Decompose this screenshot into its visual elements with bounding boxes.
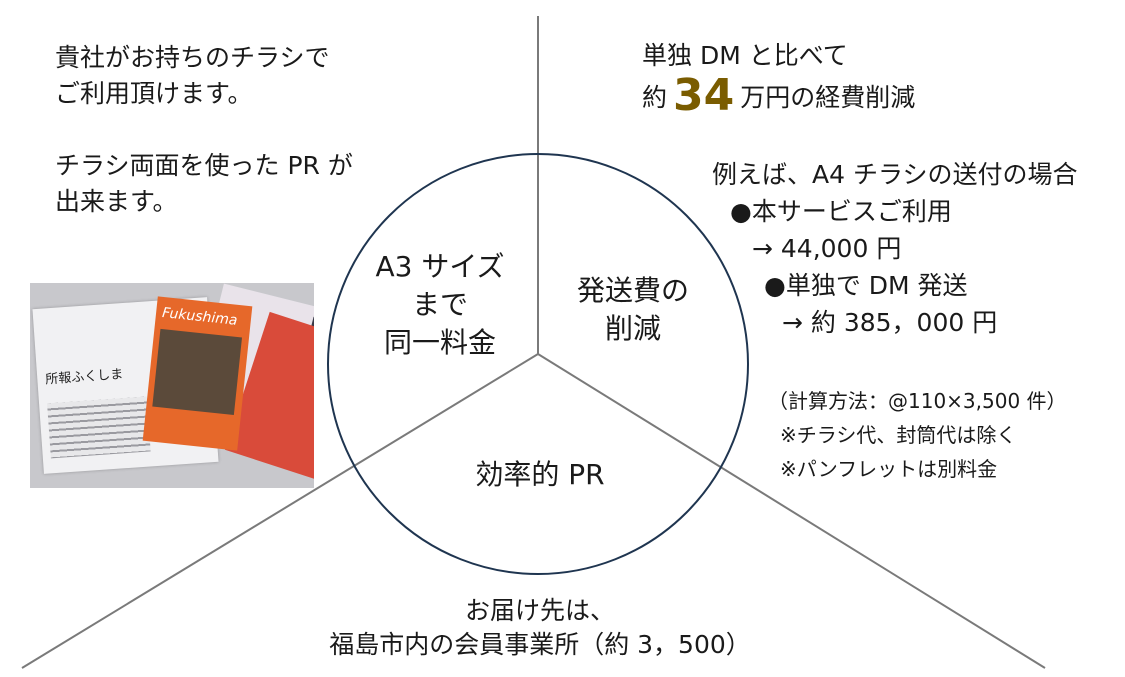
magazine-title: Fukushima bbox=[161, 305, 239, 329]
segment-pr-label: 効率的 PR bbox=[475, 458, 605, 491]
cost-example: 例えば、A4 チラシの送付の場合 ●本サービスご利用 → 44,000 円 ●単… bbox=[712, 156, 1077, 341]
segment-shipping: 発送費の 削減 bbox=[548, 272, 718, 348]
left-line-3: チラシ両面を使った PR が bbox=[55, 151, 353, 180]
divider-bottom-right bbox=[537, 353, 1046, 669]
delivery-line-1: お届け先は、 bbox=[464, 596, 615, 625]
left-line-4: 出来ます。 bbox=[55, 187, 178, 216]
calc-line-3: ※パンフレットは別料金 bbox=[780, 457, 998, 481]
delivery-info: お届け先は、 福島市内の会員事業所（約 3，500） bbox=[230, 594, 850, 662]
calc-line-2: ※チラシ代、封筒代は除く bbox=[780, 423, 1017, 447]
left-description: 貴社がお持ちのチラシで ご利用頂けます。 チラシ両面を使った PR が 出来ます… bbox=[55, 40, 353, 220]
savings-line-1: 単独 DM と比べて bbox=[642, 41, 848, 70]
magazine-fukushima: Fukushima bbox=[142, 296, 253, 451]
segment-a3-line-1: A3 サイズ bbox=[375, 250, 505, 283]
envelope-table bbox=[47, 396, 151, 459]
segment-a3-line-2: まで bbox=[411, 288, 468, 321]
delivery-line-2: 福島市内の会員事業所（約 3，500） bbox=[329, 630, 751, 659]
flyer-photo: 所報ふくしま Fukushima bbox=[30, 283, 314, 488]
example-line-3: → 44,000 円 bbox=[752, 234, 902, 263]
example-line-2: ●本サービスご利用 bbox=[730, 197, 952, 226]
left-line-2: ご利用頂けます。 bbox=[55, 79, 253, 108]
example-line-5: → 約 385，000 円 bbox=[782, 308, 998, 337]
segment-a3-line-3: 同一料金 bbox=[383, 326, 496, 359]
calc-line-1: （計算方法：@110×3,500 件） bbox=[768, 389, 1067, 413]
center-circle bbox=[327, 153, 749, 575]
example-line-1: 例えば、A4 チラシの送付の場合 bbox=[712, 160, 1078, 189]
divider-bottom-left bbox=[21, 353, 539, 669]
segment-ship-line-1: 発送費の bbox=[576, 274, 689, 307]
magazine-cover-photo bbox=[152, 328, 243, 416]
savings-prefix: 約 bbox=[642, 83, 668, 112]
example-line-4: ●単独で DM 発送 bbox=[764, 271, 968, 300]
envelope-label: 所報ふくしま bbox=[44, 367, 124, 388]
segment-a3-size: A3 サイズ まで 同一料金 bbox=[345, 248, 535, 362]
left-line-1: 貴社がお持ちのチラシで bbox=[55, 43, 330, 72]
calculation-notes: （計算方法：@110×3,500 件） ※チラシ代、封筒代は除く ※パンフレット… bbox=[768, 384, 1067, 486]
savings-suffix: 万円の経費削減 bbox=[740, 83, 916, 112]
segment-efficient-pr: 効率的 PR bbox=[430, 456, 650, 494]
segment-ship-line-2: 削減 bbox=[604, 312, 661, 345]
savings-amount: 34 bbox=[673, 70, 735, 121]
